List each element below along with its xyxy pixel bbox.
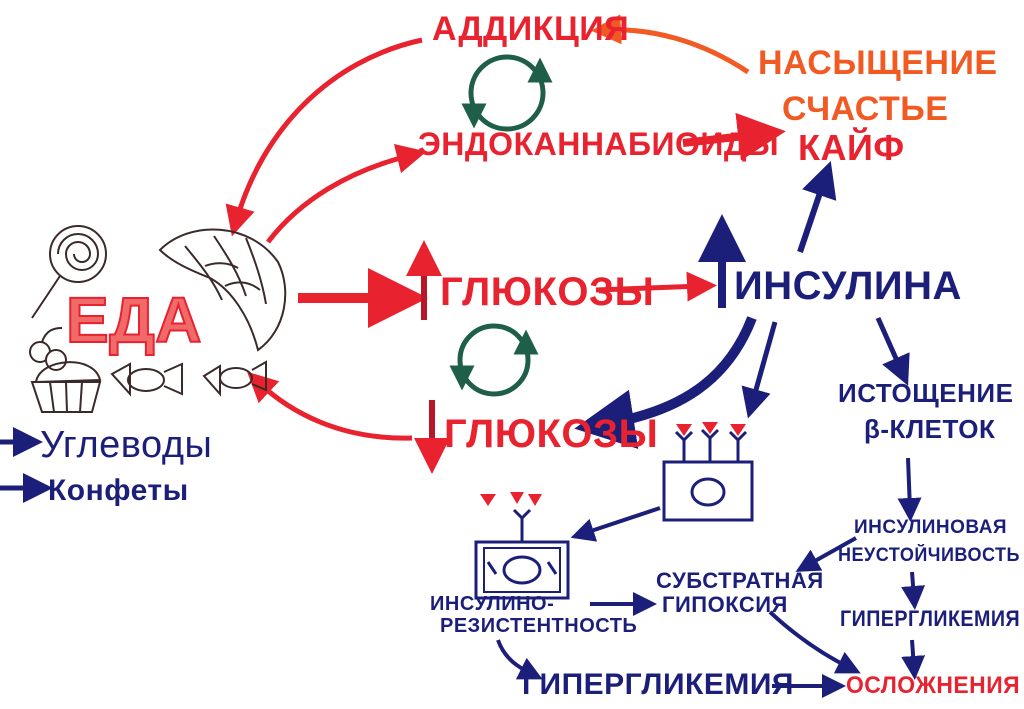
lollipop-icon <box>31 225 107 319</box>
cell-with-receptors-left <box>474 492 570 600</box>
arrow-insulin-to-kaif <box>797 160 837 253</box>
arrow-hypoxia-to-complications <box>768 610 861 674</box>
label-happiness: СЧАСТЬЕ <box>782 90 949 128</box>
candy-icon-2 <box>202 360 267 397</box>
arrow-endocannabinoids-to-kaif <box>682 112 786 161</box>
addiction-cycle-icon <box>461 54 553 132</box>
cupcake-icon <box>30 361 102 413</box>
label-substrate-hypoxia-2: ГИПОКСИЯ <box>662 592 788 617</box>
label-kaif: КАЙФ <box>798 127 905 168</box>
label-substrate-hypoxia-1: СУБСТРАТНАЯ <box>656 568 824 593</box>
arrow-hyperglycemia-right-to-complications <box>901 639 926 680</box>
label-food: ЕДА <box>65 284 203 356</box>
label-saturation: НАСЫЩЕНИЕ <box>758 44 998 82</box>
croissant-icon <box>158 228 287 352</box>
label-insulin: ИНСУЛИНА <box>734 264 962 308</box>
label-beta-depletion-2: β-КЛЕТОК <box>864 414 996 444</box>
arrow-insulin-to-cell-right <box>741 321 778 419</box>
label-insulin-resistance-2: РЕЗИСТЕНТНОСТЬ <box>440 615 638 637</box>
label-addiction: АДДИКЦИЯ <box>432 10 630 48</box>
arrow-instability-to-hypoxia <box>795 536 857 572</box>
label-candies: Конфеты <box>48 474 189 507</box>
arrow-cell-right-to-cell-left <box>570 506 661 542</box>
label-beta-depletion-1: ИСТОЩЕНИЕ <box>838 378 1014 408</box>
arrow-saturation-to-addiction <box>591 14 750 75</box>
arrow-glucose-to-insulin <box>595 271 717 302</box>
candy-icon <box>110 362 183 397</box>
label-hyperglycemia-right: ГИПЕРГЛИКЕМИЯ <box>840 606 1021 631</box>
arrow-food-to-endocannabinoids <box>266 143 427 244</box>
food-doodles <box>29 225 287 413</box>
arrow-insulin-to-glucose-down <box>574 316 757 449</box>
label-glucose-down: ГЛЮКОЗЫ <box>444 412 659 456</box>
arrow-glucose-down-to-food <box>247 371 413 441</box>
arrow-addiction-to-food <box>225 37 423 237</box>
glucose-cycle-icon <box>449 323 539 397</box>
arrow-depletion-to-instability <box>897 457 922 522</box>
arrow-resistance-to-hyperglycemia <box>496 639 543 680</box>
label-carbs: Углеводы <box>40 424 213 466</box>
arrow-insulin-to-beta-depletion <box>875 316 910 386</box>
label-glucose-up: ГЛЮКОЗЫ <box>440 270 655 314</box>
label-insulin-resistance-1: ИНСУЛИНО- <box>430 593 555 615</box>
cell-with-receptors-right <box>662 422 754 522</box>
label-hyperglycemia-bottom: ГИПЕРГЛИКЕМИЯ <box>522 668 794 701</box>
arrow-instability-to-hyperglycemia <box>901 571 926 610</box>
label-insulin-instability-2: НЕУСТОЙЧИВОСТЬ <box>838 545 1020 566</box>
label-endocannabinoids: ЭНДОКАННАБИОИДЫ <box>418 126 780 162</box>
label-insulin-instability-1: ИНСУЛИНОВАЯ <box>854 517 1008 538</box>
label-complications: ОСЛОЖНЕНИЯ <box>846 672 1021 699</box>
